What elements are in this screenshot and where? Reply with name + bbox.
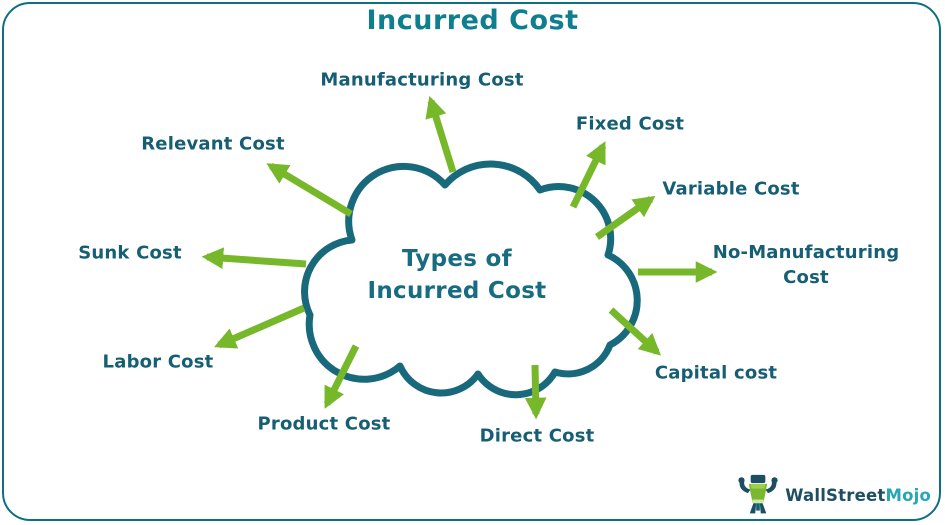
wallstreetmojo-logo: WallStreetMojo bbox=[735, 473, 931, 517]
label-product-cost: Product Cost bbox=[257, 413, 391, 435]
label-direct-cost: Direct Cost bbox=[479, 425, 595, 447]
logo-wordmark: WallStreetMojo bbox=[785, 486, 931, 505]
bull-mascot-icon bbox=[738, 474, 778, 514]
label-relevant-cost: Relevant Cost bbox=[141, 133, 285, 155]
cloud-text-line2: Incurred Cost bbox=[367, 278, 547, 304]
cloud-center-text: Types of Incurred Cost bbox=[368, 243, 547, 307]
label-fixed-cost: Fixed Cost bbox=[575, 113, 685, 135]
logo-text-primary: WallStreet bbox=[785, 485, 886, 505]
arrow-manufacturing-cost bbox=[425, 95, 457, 174]
logo-text-accent: Mojo bbox=[885, 485, 931, 505]
label-capital-cost: Capital cost bbox=[654, 362, 778, 384]
arrow-fixed-cost bbox=[569, 141, 607, 209]
cloud-shape bbox=[301, 160, 641, 399]
arrow-sunk-cost bbox=[201, 247, 307, 269]
arrow-labor-cost bbox=[214, 304, 306, 349]
label-labor-cost: Labor Cost bbox=[102, 351, 214, 373]
arrow-capital-cost bbox=[608, 307, 662, 356]
arrow-product-cost bbox=[323, 344, 360, 409]
label-manufacturing-cost: Manufacturing Cost bbox=[320, 69, 524, 91]
arrow-variable-cost bbox=[594, 195, 656, 240]
label-sunk-cost: Sunk Cost bbox=[78, 242, 182, 264]
label-variable-cost: Variable Cost bbox=[662, 178, 800, 200]
page-title: Incurred Cost bbox=[366, 5, 579, 36]
arrow-relevant-cost bbox=[266, 162, 353, 218]
arrow-direct-cost bbox=[524, 364, 547, 420]
label-no-manufacturing-cost: No-Manufacturing Cost bbox=[712, 242, 900, 288]
cloud-text-line1: Types of bbox=[402, 246, 512, 272]
